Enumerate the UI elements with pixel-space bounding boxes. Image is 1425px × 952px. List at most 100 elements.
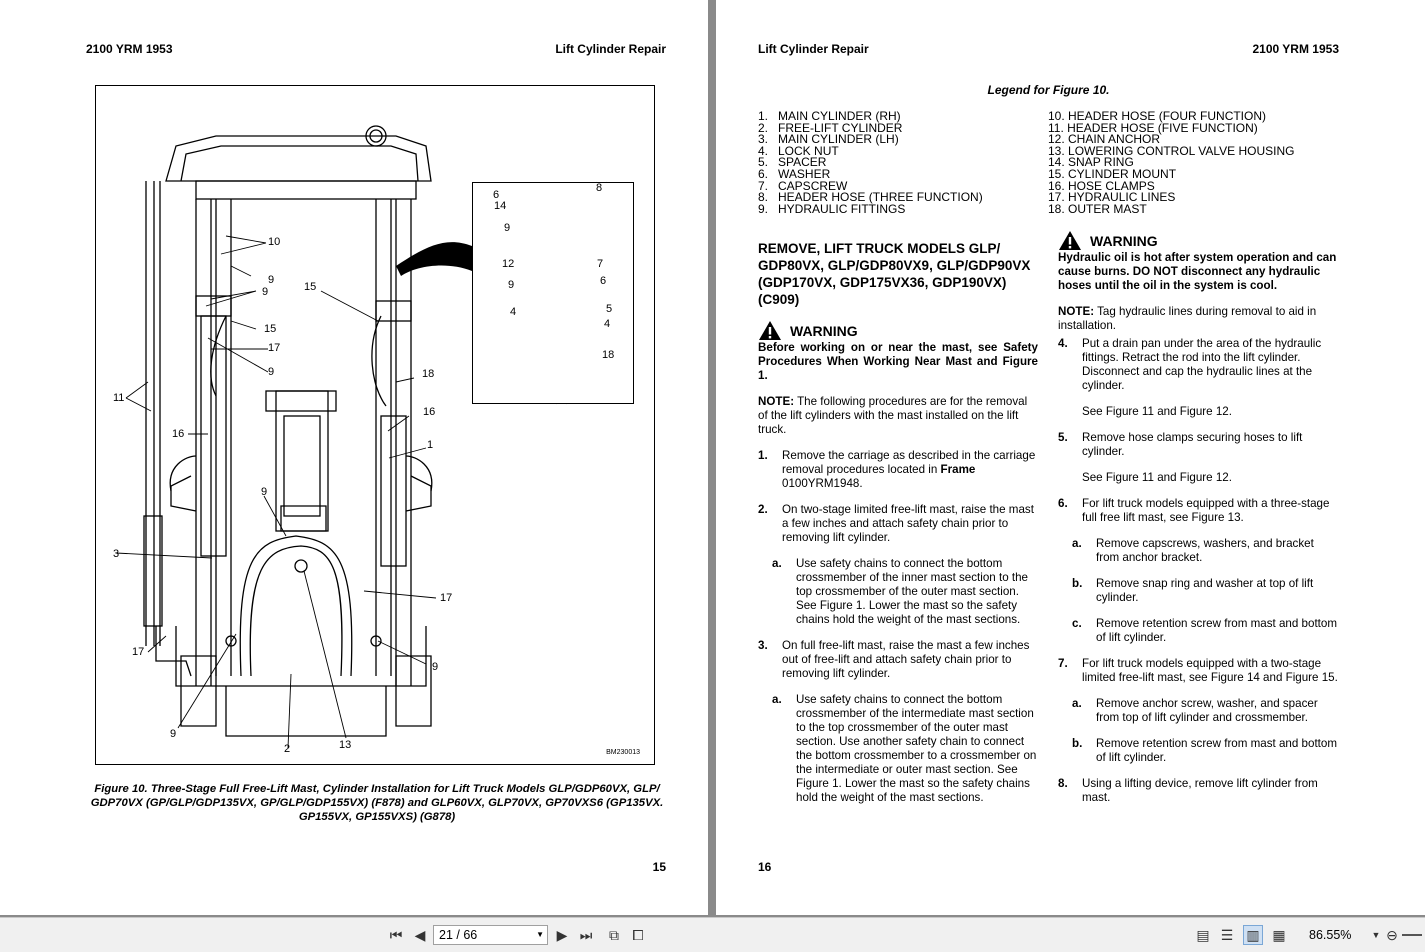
chevron-down-icon[interactable]: ▼ [536,930,544,939]
last-page-button[interactable]: ⏭ [576,925,596,945]
callout-label: 17 [268,342,281,354]
zoom-out-button[interactable]: ⊖ [1382,925,1402,945]
zoom-menu-button[interactable]: ▼ [1366,925,1386,945]
last-page-icon: ⏭ [579,926,593,943]
two-page-continuous-button[interactable]: ▦ [1269,925,1289,945]
callout-label: 9 [268,274,275,286]
step-2a: a. Use safety chains to connect the botto… [772,557,1038,627]
zoom-slider[interactable] [1402,925,1422,945]
two-page-continuous-icon: ▦ [1272,926,1286,943]
callout-label: 11 [113,392,125,404]
rotate-button[interactable]: ⧉ [604,925,624,945]
fit-button[interactable]: ⧠ [628,925,648,945]
step-number: 2. [758,503,768,516]
legend-item: 15. CYLINDER MOUNT [1048,166,1177,181]
inset-callout: 6 [493,189,500,201]
legend-item: 4. LOCK NUT [758,143,839,158]
callout-label: 13 [339,739,352,751]
step-3: 3.On full free-lift mast, raise the mast… [758,639,1038,681]
callout-label: 9 [262,286,269,298]
prev-page-icon: ◀ [414,926,426,943]
figure-code: BM230013 [606,749,640,756]
step-text-part: 0100YRM1948. [782,477,863,490]
page-indicator-text: 21 / 66 [439,928,478,942]
section-heading: REMOVE, LIFT TRUCK MODELS GLP/ GDP80VX, … [758,241,1031,307]
first-page-button[interactable]: ⏮ [386,925,406,945]
next-page-button[interactable]: ▶ [552,925,572,945]
step-text: Using a lifting device, remove lift cyli… [1082,777,1318,804]
step-text: For lift truck models equipped with a th… [1082,497,1330,524]
zoom-out-icon: ⊖ [1386,926,1398,943]
page-number-input[interactable]: 21 / 66 ▼ [433,925,548,945]
substep-letter: a. [1072,697,1082,710]
legend-item: 9. HYDRAULIC FITTINGS [758,201,906,216]
figure-caption: Figure 10. Three-Stage Full Free-Lift Ma… [90,783,664,823]
warning-text: Hydraulic oil is hot after system operat… [1058,251,1337,292]
inset-callout: 9 [508,279,515,291]
substep-text: Use safety chains to connect the bottom … [796,557,1028,626]
inset-callout: 7 [597,258,604,270]
step-5: 5.Remove hose clamps securing hoses to l… [1058,431,1340,485]
warning-text: Before working on or near the mast, see … [758,341,1038,382]
slider-track [1402,934,1422,936]
step-text: On two-stage limited free-lift mast, rai… [782,503,1034,544]
inset-callout: 4 [510,306,517,318]
left-page: 2100 YRM 1953 Lift Cylinder Repair [0,0,708,915]
header-section-title: Lift Cylinder Repair [555,42,666,56]
legend-item: 8. HEADER HOSE (THREE FUNCTION) [758,190,983,205]
step-4: 4. Put a drain pan under the area of the … [1058,337,1340,419]
callout-label: 2 [284,743,291,755]
callout-label: 10 [268,236,281,248]
continuous-view-button[interactable]: ☰ [1217,925,1237,945]
substep-text: Use safety chains to connect the bottom … [796,693,1037,804]
step-reference: See Figure 11 and Figure 12. [1082,471,1232,484]
callout-label: 17 [440,592,453,604]
header-doc-code: 2100 YRM 1953 [1252,42,1339,56]
callout-label: 9 [432,661,439,673]
substep-letter: a. [772,557,782,570]
step-7b: b.Remove retention screw from mast and b… [1072,737,1340,765]
fit-icon: ⧠ [632,926,644,943]
step-number: 1. [758,449,768,462]
substep-text: Remove snap ring and washer at top of li… [1096,577,1314,604]
header-doc-code: 2100 YRM 1953 [86,42,173,56]
note-text: Tag hydraulic lines during removal to ai… [1058,305,1317,332]
inset-callout: 4 [604,318,611,330]
step-2: 2. On two-stage limited free-lift mast, r… [758,503,1038,545]
inset-callout: 14 [494,200,507,212]
step-6a: a.Remove capscrews, washers, and bracket… [1072,537,1340,565]
legend-item: 14. SNAP RING [1048,155,1134,170]
zoom-level[interactable]: 86.55% [1309,928,1352,942]
legend-list-left: 1. MAIN CYLINDER (RH) 2. FREE-LIFT CYLIN… [758,110,983,216]
step-number: 4. [1058,337,1068,350]
legend-item: 16. HOSE CLAMPS [1048,178,1155,193]
inset-callout: 12 [502,258,515,270]
callout-label: 3 [113,548,120,560]
text-column-left: REMOVE, LIFT TRUCK MODELS GLP/ GDP80VX, … [758,240,1038,805]
first-page-icon: ⏮ [389,926,403,943]
chevron-down-icon: ▼ [1371,930,1381,940]
callout-label: 9 [268,366,275,378]
substep-text: Remove anchor screw, washer, and spacer … [1096,697,1318,724]
note-paragraph: NOTE: Tag hydraulic lines during removal… [1058,305,1340,333]
legend-item: 7. CAPSCREW [758,178,848,193]
substep-text: Remove retention screw from mast and bot… [1096,617,1337,644]
two-page-view-button[interactable]: ▥ [1243,925,1263,945]
inset-callout: 8 [596,182,603,194]
callout-label: 17 [132,646,145,658]
step-text: Remove hose clamps securing hoses to lif… [1082,431,1340,485]
inset-callout: 5 [606,303,613,315]
substep-letter: a. [1072,537,1082,550]
continuous-icon: ☰ [1220,926,1234,943]
figure-inset-detail [472,182,634,404]
legend-item: 2. FREE-LIFT CYLINDER [758,120,903,135]
step-reference: See Figure 11 and Figure 12. [1082,405,1232,418]
single-page-view-button[interactable]: ▤ [1193,925,1213,945]
substep-letter: a. [772,693,782,706]
prev-page-button[interactable]: ◀ [410,925,430,945]
legend-item: 17. HYDRAULIC LINES [1048,190,1176,205]
step-text-part: Put a drain pan under the area of the hy… [1082,337,1322,392]
step-text: For lift truck models equipped with a tw… [1082,657,1338,684]
legend-item: 3. MAIN CYLINDER (LH) [758,132,899,147]
inset-callout: 9 [504,222,511,234]
